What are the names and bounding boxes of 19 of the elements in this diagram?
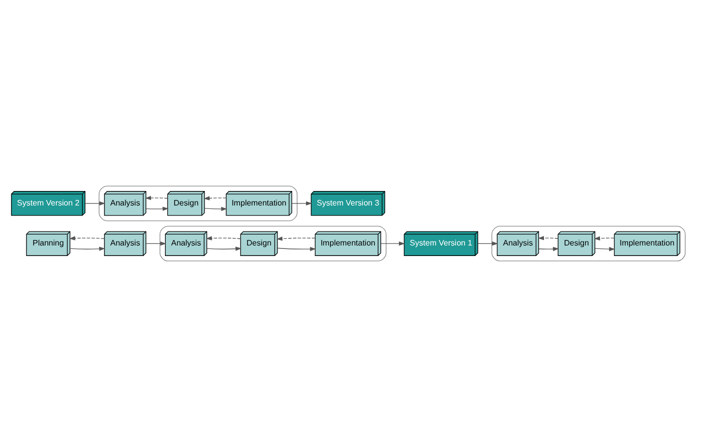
arrow — [380, 241, 405, 246]
arrow — [206, 246, 242, 251]
arrow — [204, 206, 228, 212]
arrow — [478, 241, 498, 246]
arrow — [594, 246, 616, 252]
arrow — [277, 246, 316, 252]
arrow — [146, 241, 166, 246]
arrow — [204, 196, 227, 200]
arrow — [146, 206, 169, 211]
arrow — [144, 196, 168, 200]
arrow — [70, 246, 106, 251]
arrow — [276, 236, 316, 241]
arrow — [594, 236, 614, 240]
arrow — [291, 201, 312, 206]
arrow — [538, 236, 558, 240]
arrow — [69, 236, 105, 240]
arrow — [538, 246, 560, 252]
arrow — [84, 201, 106, 206]
arrow — [206, 236, 241, 240]
